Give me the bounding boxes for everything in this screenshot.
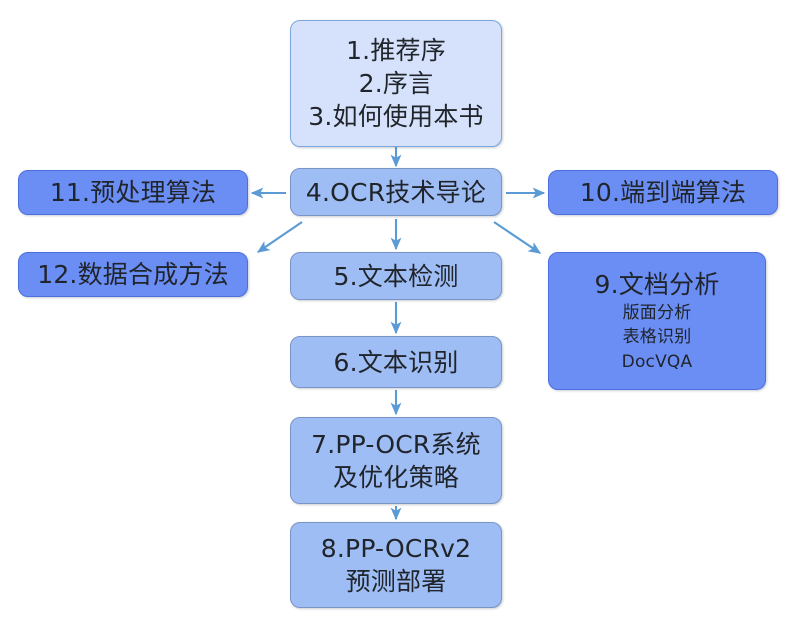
- node-ppocr-system[interactable]: 7.PP-OCR系统 及优化策略: [290, 417, 502, 504]
- node-end-to-end-label: 10.端到端算法: [579, 178, 747, 207]
- node-document-analysis-title: 9.文档分析: [594, 269, 720, 299]
- node-ppocrv2-line-1: 8.PP-OCRv2: [320, 534, 472, 563]
- node-front-matter[interactable]: 1.推荐序 2.序言 3.如何使用本书: [290, 20, 502, 147]
- node-front-matter-line-2: 2.序言: [358, 69, 434, 98]
- node-data-synthesis[interactable]: 12.数据合成方法: [18, 252, 248, 297]
- node-document-analysis-sub-3: DocVQA: [621, 351, 693, 372]
- node-ocr-intro-label: 4.OCR技术导论: [305, 177, 487, 207]
- node-ppocrv2-line-2: 预测部署: [345, 567, 447, 596]
- node-ocr-intro[interactable]: 4.OCR技术导论: [290, 168, 502, 216]
- node-text-detection-label: 5.文本检测: [333, 261, 459, 291]
- edge-ocrintro-to-datasynthesis: [256, 221, 303, 253]
- node-data-synthesis-label: 12.数据合成方法: [37, 260, 229, 289]
- node-ppocr-system-line-1: 7.PP-OCR系统: [311, 429, 481, 459]
- edge-ocrintro-to-docanalysis: [493, 221, 542, 254]
- node-end-to-end-algorithms[interactable]: 10.端到端算法: [548, 170, 778, 215]
- node-document-analysis-sub-1: 版面分析: [622, 302, 692, 323]
- node-ppocrv2-deployment[interactable]: 8.PP-OCRv2 预测部署: [290, 522, 502, 608]
- node-text-detection[interactable]: 5.文本检测: [290, 252, 502, 300]
- node-document-analysis-sub-2: 表格识别: [622, 327, 692, 348]
- node-document-analysis[interactable]: 9.文档分析 版面分析 表格识别 DocVQA: [548, 252, 766, 390]
- node-preprocess-algorithms[interactable]: 11.预处理算法: [18, 170, 248, 215]
- node-front-matter-line-1: 1.推荐序: [346, 36, 446, 65]
- node-ppocr-system-line-2: 及优化策略: [332, 462, 459, 492]
- node-preprocess-label: 11.预处理算法: [49, 178, 217, 207]
- node-text-recognition-label: 6.文本识别: [333, 347, 459, 377]
- node-front-matter-line-3: 3.如何使用本书: [308, 102, 484, 131]
- node-text-recognition[interactable]: 6.文本识别: [290, 336, 502, 388]
